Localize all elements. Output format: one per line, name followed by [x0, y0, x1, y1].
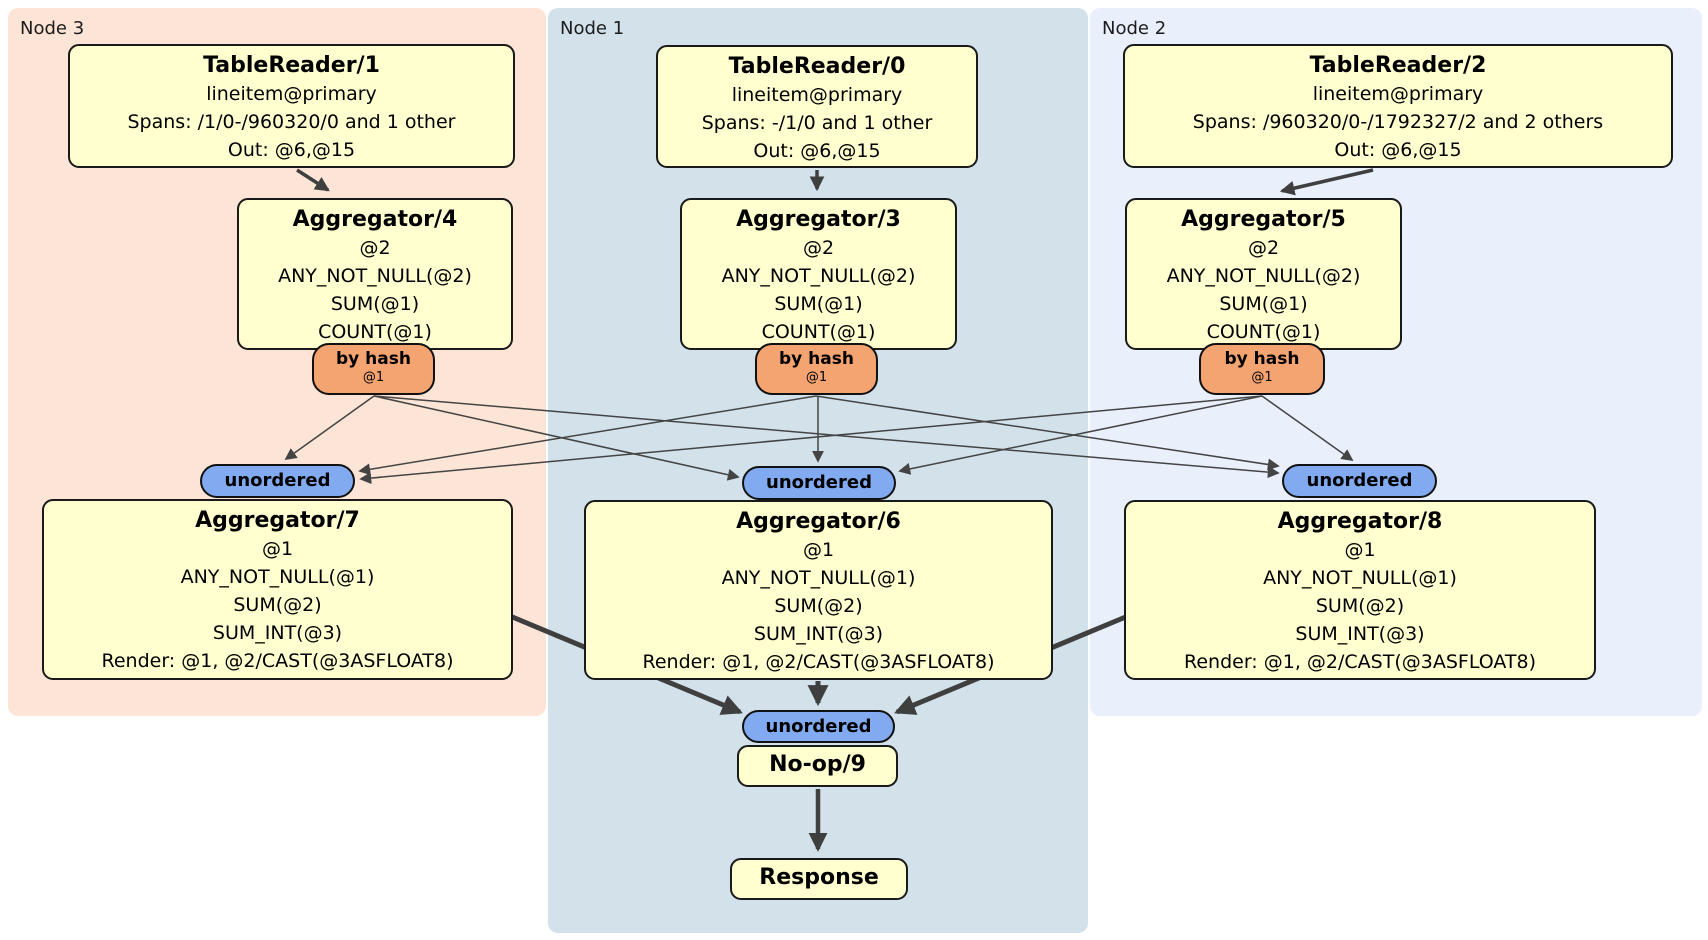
region-node2-label: Node 2 — [1102, 18, 1167, 39]
pill-by-hash: by hash @1 — [755, 343, 878, 395]
node-line: COUNT(@1) — [761, 321, 876, 343]
pill-by-hash: by hash @1 — [1199, 343, 1325, 395]
pill-unordered: unordered — [200, 464, 355, 498]
node-line: SUM_INT(@3) — [1295, 623, 1425, 645]
node-line: @1 — [802, 539, 835, 561]
node-title: Aggregator/6 — [736, 509, 901, 534]
node-line: Spans: /960320/0-/1792327/2 and 2 others — [1192, 111, 1604, 133]
pill-by-hash-sub: @1 — [805, 370, 828, 385]
node-line: SUM(@2) — [1315, 595, 1405, 617]
node-title: Aggregator/8 — [1277, 509, 1443, 534]
node-line: SUM(@2) — [774, 595, 863, 617]
node-title: TableReader/1 — [203, 53, 380, 78]
node-line: Render: @1, @2/CAST(@3ASFLOAT8) — [101, 650, 454, 672]
node-title: TableReader/2 — [1309, 53, 1487, 78]
node-line: SUM_INT(@3) — [753, 623, 884, 645]
node-line: lineitem@primary — [731, 84, 903, 106]
node-line: @2 — [802, 237, 835, 259]
node-line: ANY_NOT_NULL(@1) — [721, 567, 916, 589]
pill-unordered: unordered — [1282, 464, 1437, 498]
pill-by-hash-label: by hash — [1224, 349, 1300, 369]
node-line: SUM(@1) — [774, 293, 863, 315]
node-line: COUNT(@1) — [318, 321, 432, 343]
node-title: Aggregator/4 — [292, 207, 458, 232]
node-line: ANY_NOT_NULL(@1) — [1263, 567, 1457, 589]
node-line: @1 — [1344, 539, 1376, 561]
node-title: Aggregator/7 — [195, 508, 360, 533]
node-line: @2 — [1247, 237, 1280, 259]
node-line: lineitem@primary — [206, 83, 377, 105]
node-aggregator-7: Aggregator/7 @1 ANY_NOT_NULL(@1) SUM(@2)… — [42, 499, 513, 680]
pill-unordered: unordered — [742, 710, 895, 743]
node-line: Out: @6,@15 — [753, 140, 881, 162]
node-line: Out: @6,@15 — [227, 139, 356, 161]
node-tablereader-2: TableReader/2 lineitem@primary Spans: /9… — [1123, 44, 1673, 168]
node-line: Spans: -/1/0 and 1 other — [701, 112, 933, 134]
pill-by-hash-label: by hash — [336, 349, 411, 369]
node-title: No-op/9 — [769, 752, 866, 777]
node-line: COUNT(@1) — [1206, 321, 1321, 343]
node-line: lineitem@primary — [1312, 83, 1484, 105]
node-line: ANY_NOT_NULL(@2) — [1166, 265, 1361, 287]
node-line: Render: @1, @2/CAST(@3ASFLOAT8) — [642, 651, 995, 673]
node-title: Aggregator/3 — [736, 207, 901, 232]
node-title: Aggregator/5 — [1181, 207, 1346, 232]
node-aggregator-8: Aggregator/8 @1 ANY_NOT_NULL(@1) SUM(@2)… — [1124, 500, 1596, 680]
region-node1-label: Node 1 — [560, 18, 625, 39]
node-title: TableReader/0 — [728, 54, 906, 79]
node-line: SUM(@1) — [1219, 293, 1308, 315]
node-line: @2 — [359, 237, 391, 259]
region-node3-label: Node 3 — [20, 18, 85, 39]
node-line: ANY_NOT_NULL(@1) — [180, 566, 375, 588]
node-line: Render: @1, @2/CAST(@3ASFLOAT8) — [1184, 651, 1536, 673]
pill-by-hash-sub: @1 — [362, 370, 385, 385]
node-aggregator-5: Aggregator/5 @2 ANY_NOT_NULL(@2) SUM(@1)… — [1125, 198, 1402, 350]
node-aggregator-6: Aggregator/6 @1 ANY_NOT_NULL(@1) SUM(@2)… — [584, 500, 1053, 680]
node-noop: No-op/9 — [737, 745, 898, 787]
node-aggregator-3: Aggregator/3 @2 ANY_NOT_NULL(@2) SUM(@1)… — [680, 198, 957, 350]
node-line: Spans: /1/0-/960320/0 and 1 other — [127, 111, 456, 133]
node-tablereader-0: TableReader/0 lineitem@primary Spans: -/… — [656, 45, 978, 168]
node-response: Response — [730, 858, 908, 900]
pill-by-hash-label: by hash — [779, 349, 854, 369]
node-tablereader-1: TableReader/1 lineitem@primary Spans: /1… — [68, 44, 515, 168]
node-line: SUM_INT(@3) — [212, 622, 343, 644]
pill-unordered: unordered — [742, 466, 896, 500]
node-line: @1 — [261, 538, 294, 560]
node-line: SUM(@1) — [330, 293, 420, 315]
pill-by-hash: by hash @1 — [312, 343, 435, 395]
pill-by-hash-sub: @1 — [1251, 370, 1273, 385]
node-title: Response — [759, 865, 879, 890]
node-line: SUM(@2) — [233, 594, 322, 616]
node-aggregator-4: Aggregator/4 @2 ANY_NOT_NULL(@2) SUM(@1)… — [237, 198, 513, 350]
node-line: ANY_NOT_NULL(@2) — [721, 265, 916, 287]
node-line: Out: @6,@15 — [1334, 139, 1462, 161]
node-line: ANY_NOT_NULL(@2) — [278, 265, 472, 287]
